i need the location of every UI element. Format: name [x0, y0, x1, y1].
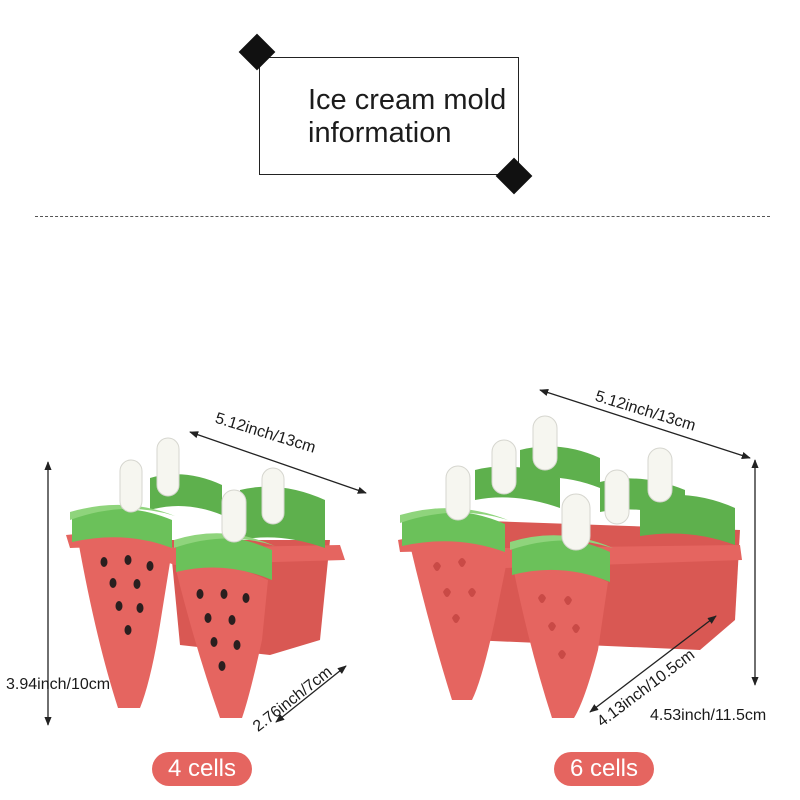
title-frame — [259, 57, 519, 175]
dimension-arrows — [44, 389, 759, 726]
watermelon-cell-2 — [176, 565, 268, 718]
watermelon-cell-1 — [78, 535, 172, 708]
left-cells-badge: 4 cells — [152, 752, 252, 786]
right-height-label: 4.53inch/11.5cm — [650, 707, 767, 724]
six-cell-mold — [398, 415, 742, 718]
four-cell-mold — [66, 437, 345, 718]
right-cells-badge: 6 cells — [554, 752, 654, 786]
watermelon-cell-1 — [410, 540, 508, 700]
seed-icons — [100, 555, 250, 671]
left-height-label: 3.94inch/10cm — [6, 676, 111, 693]
dashed-divider — [35, 216, 770, 217]
page-title: Ice cream mold information — [308, 84, 506, 150]
title-line-1: Ice cream mold — [308, 84, 507, 116]
title-line-2: information — [308, 117, 452, 149]
watermelon-cell-2 — [514, 566, 608, 718]
seed-icons — [433, 558, 580, 659]
